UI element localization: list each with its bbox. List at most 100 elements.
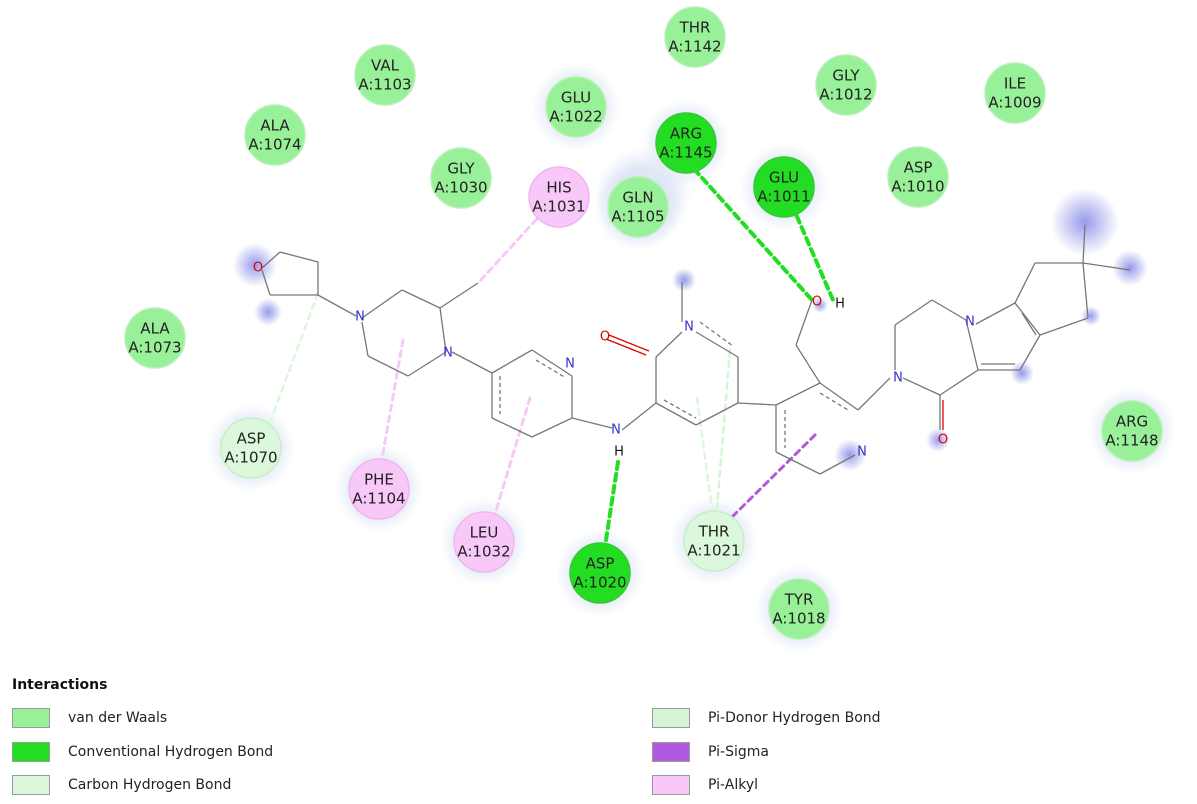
residue-disc bbox=[453, 511, 515, 573]
residue-name: GLU bbox=[561, 89, 591, 107]
residue-name: PHE bbox=[364, 471, 394, 489]
residue-disc bbox=[607, 176, 669, 238]
residue-name: ARG bbox=[670, 125, 702, 143]
residue-number: A:1012 bbox=[819, 86, 872, 104]
residue-disc bbox=[244, 104, 306, 166]
residue-disc bbox=[569, 542, 631, 604]
residue-name: GLY bbox=[832, 67, 860, 85]
residue-disc bbox=[768, 578, 830, 640]
legend-item-hbond: Conventional Hydrogen Bond bbox=[12, 740, 273, 764]
oxetane-oxygen-label: O bbox=[253, 261, 263, 276]
residue-number: A:1145 bbox=[659, 144, 712, 162]
pyridine2-n-label: N bbox=[857, 445, 867, 460]
legend-item-carbon_h: Carbon Hydrogen Bond bbox=[12, 773, 231, 797]
residue-disc bbox=[753, 156, 815, 218]
legend-swatch bbox=[652, 775, 690, 795]
residue-name: ASP bbox=[586, 555, 615, 573]
residue-disc bbox=[815, 54, 877, 116]
residue-name: LEU bbox=[470, 524, 499, 542]
legend-label: Carbon Hydrogen Bond bbox=[68, 777, 232, 793]
ligand-structure bbox=[261, 224, 1131, 475]
lactam-n-label: N bbox=[893, 371, 903, 386]
residue-name: ASP bbox=[904, 159, 933, 177]
residue-number: A:1103 bbox=[358, 76, 411, 94]
pyridone-oxygen-label: O bbox=[600, 330, 610, 345]
residue-disc bbox=[545, 76, 607, 138]
interaction-lines bbox=[266, 158, 835, 555]
pyridone-n-label: N bbox=[684, 320, 694, 335]
residue-disc bbox=[1101, 400, 1163, 462]
residue-disc bbox=[984, 62, 1046, 124]
legend-swatch bbox=[12, 775, 50, 795]
residue-name: GLY bbox=[447, 160, 475, 178]
legend-swatch bbox=[12, 742, 50, 762]
residue-disc bbox=[354, 44, 416, 106]
legend-item-pi_donor: Pi-Donor Hydrogen Bond bbox=[652, 706, 881, 730]
legend-swatch bbox=[652, 708, 690, 728]
hydroxyl-h-label: H bbox=[835, 297, 845, 312]
residue-number: A:1074 bbox=[248, 136, 301, 154]
legend-label: van der Waals bbox=[68, 710, 168, 726]
residue-number: A:1031 bbox=[532, 198, 585, 216]
residue-number: A:1142 bbox=[668, 38, 721, 56]
residue-number: A:1070 bbox=[224, 449, 277, 467]
residue-name: ALA bbox=[140, 320, 170, 338]
amine-n-label: N bbox=[611, 423, 621, 438]
residue-name: ILE bbox=[1004, 75, 1026, 93]
legend-label: Pi-Alkyl bbox=[708, 777, 759, 793]
residue-name: THR bbox=[679, 19, 711, 37]
residue-disc bbox=[348, 458, 410, 520]
residue-name: ALA bbox=[260, 117, 290, 135]
residue-number: A:1073 bbox=[128, 339, 181, 357]
residue-disc bbox=[664, 6, 726, 68]
residue-number: A:1022 bbox=[549, 108, 602, 126]
legend-item-pi_sigma: Pi-Sigma bbox=[652, 740, 769, 764]
legend-title: Interactions bbox=[12, 677, 108, 693]
residue-number: A:1018 bbox=[772, 610, 825, 628]
residue-name: ASP bbox=[237, 430, 266, 448]
residue-disc bbox=[220, 417, 282, 479]
legend-swatch bbox=[652, 742, 690, 762]
residue-name: VAL bbox=[371, 57, 400, 75]
residue-number: A:1032 bbox=[457, 543, 510, 561]
residue-disc bbox=[124, 307, 186, 369]
lactam-oxygen-label: O bbox=[938, 433, 948, 448]
pyrrole-n-label: N bbox=[965, 315, 975, 330]
legend-label: Pi-Donor Hydrogen Bond bbox=[708, 710, 881, 726]
residue-number: A:1105 bbox=[611, 208, 664, 226]
residue-disc bbox=[528, 166, 590, 228]
residue-number: A:1010 bbox=[891, 178, 944, 196]
residue-name: TYR bbox=[784, 591, 814, 609]
residue-disc bbox=[655, 112, 717, 174]
residue-number: A:1030 bbox=[434, 179, 487, 197]
legend-label: Pi-Sigma bbox=[708, 744, 769, 760]
legend-item-vdw: van der Waals bbox=[12, 706, 167, 730]
legend-swatch bbox=[12, 708, 50, 728]
residue-number: A:1011 bbox=[757, 188, 810, 206]
residue-number: A:1021 bbox=[687, 542, 740, 560]
piperazine-n1-label: N bbox=[355, 310, 365, 325]
piperazine-n4-label: N bbox=[443, 346, 453, 361]
residue-disc bbox=[887, 146, 949, 208]
legend-label: Conventional Hydrogen Bond bbox=[68, 744, 274, 760]
amine-h-label: H bbox=[614, 445, 624, 460]
